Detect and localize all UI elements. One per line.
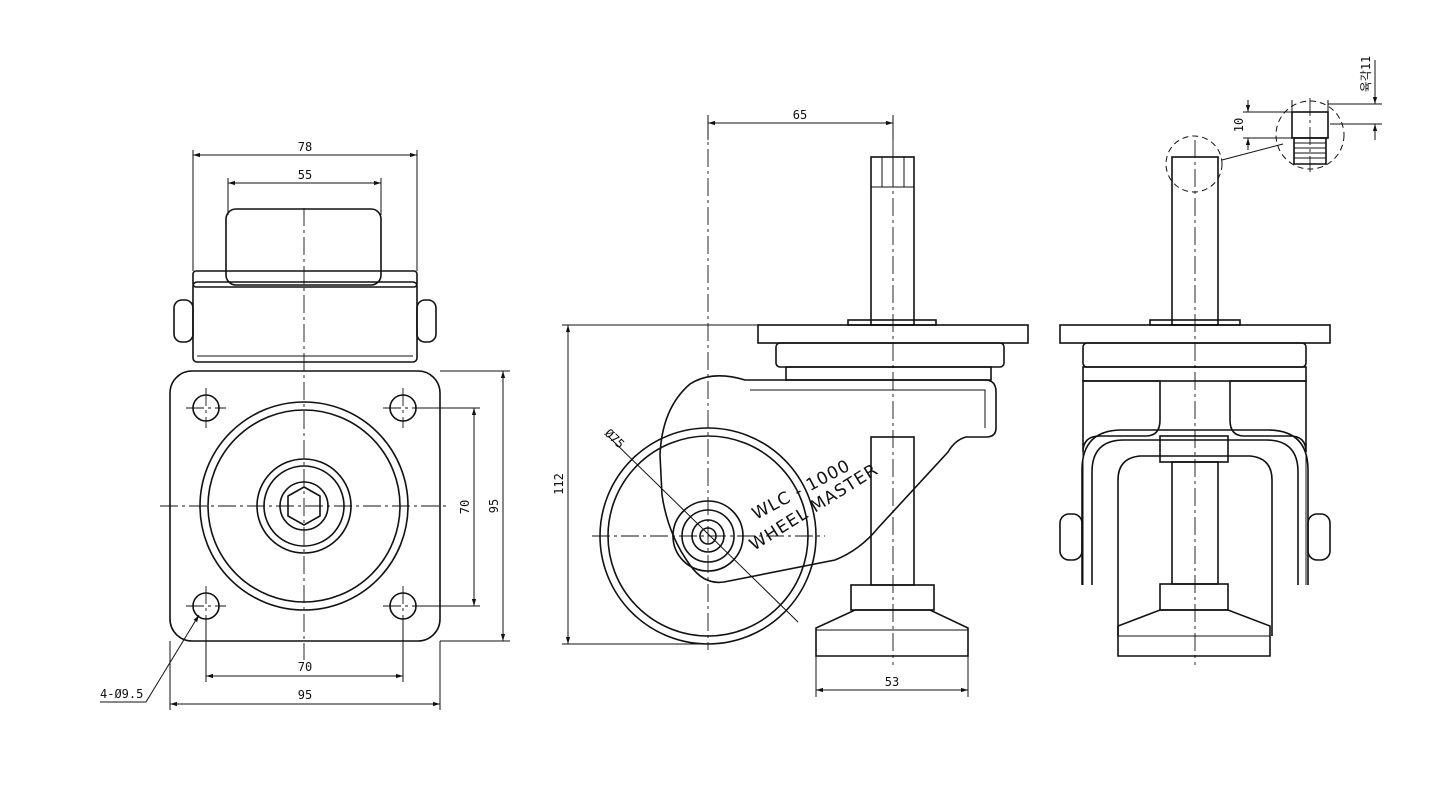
dim-offset: 65 <box>793 108 807 122</box>
end-view: 10 육각11 <box>1059 56 1382 665</box>
dim-height: 112 <box>552 473 566 495</box>
dim-bolt-holes: 4-Ø9.5 <box>100 687 143 701</box>
top-view: 78 55 70 95 70 95 4-Ø9.5 <box>100 140 510 710</box>
dim-plate-width: 95 <box>298 688 312 702</box>
dim-thread-length: 10 <box>1232 118 1246 132</box>
dim-foot-diameter: 53 <box>885 675 899 689</box>
dim-hex-size: 육각11 <box>1359 56 1373 93</box>
side-view: 65 112 Ø75 53 WLC - 1000 WHEEL MASTER <box>552 108 1029 697</box>
dim-stem-width: 78 <box>298 140 312 154</box>
dim-hole-pitch-horizontal: 70 <box>298 660 312 674</box>
dim-plate-height: 95 <box>487 499 501 513</box>
dim-wheel-diameter: Ø75 <box>602 426 627 451</box>
dim-pad-width: 55 <box>298 168 312 182</box>
dim-hole-pitch-vertical: 70 <box>458 500 472 514</box>
